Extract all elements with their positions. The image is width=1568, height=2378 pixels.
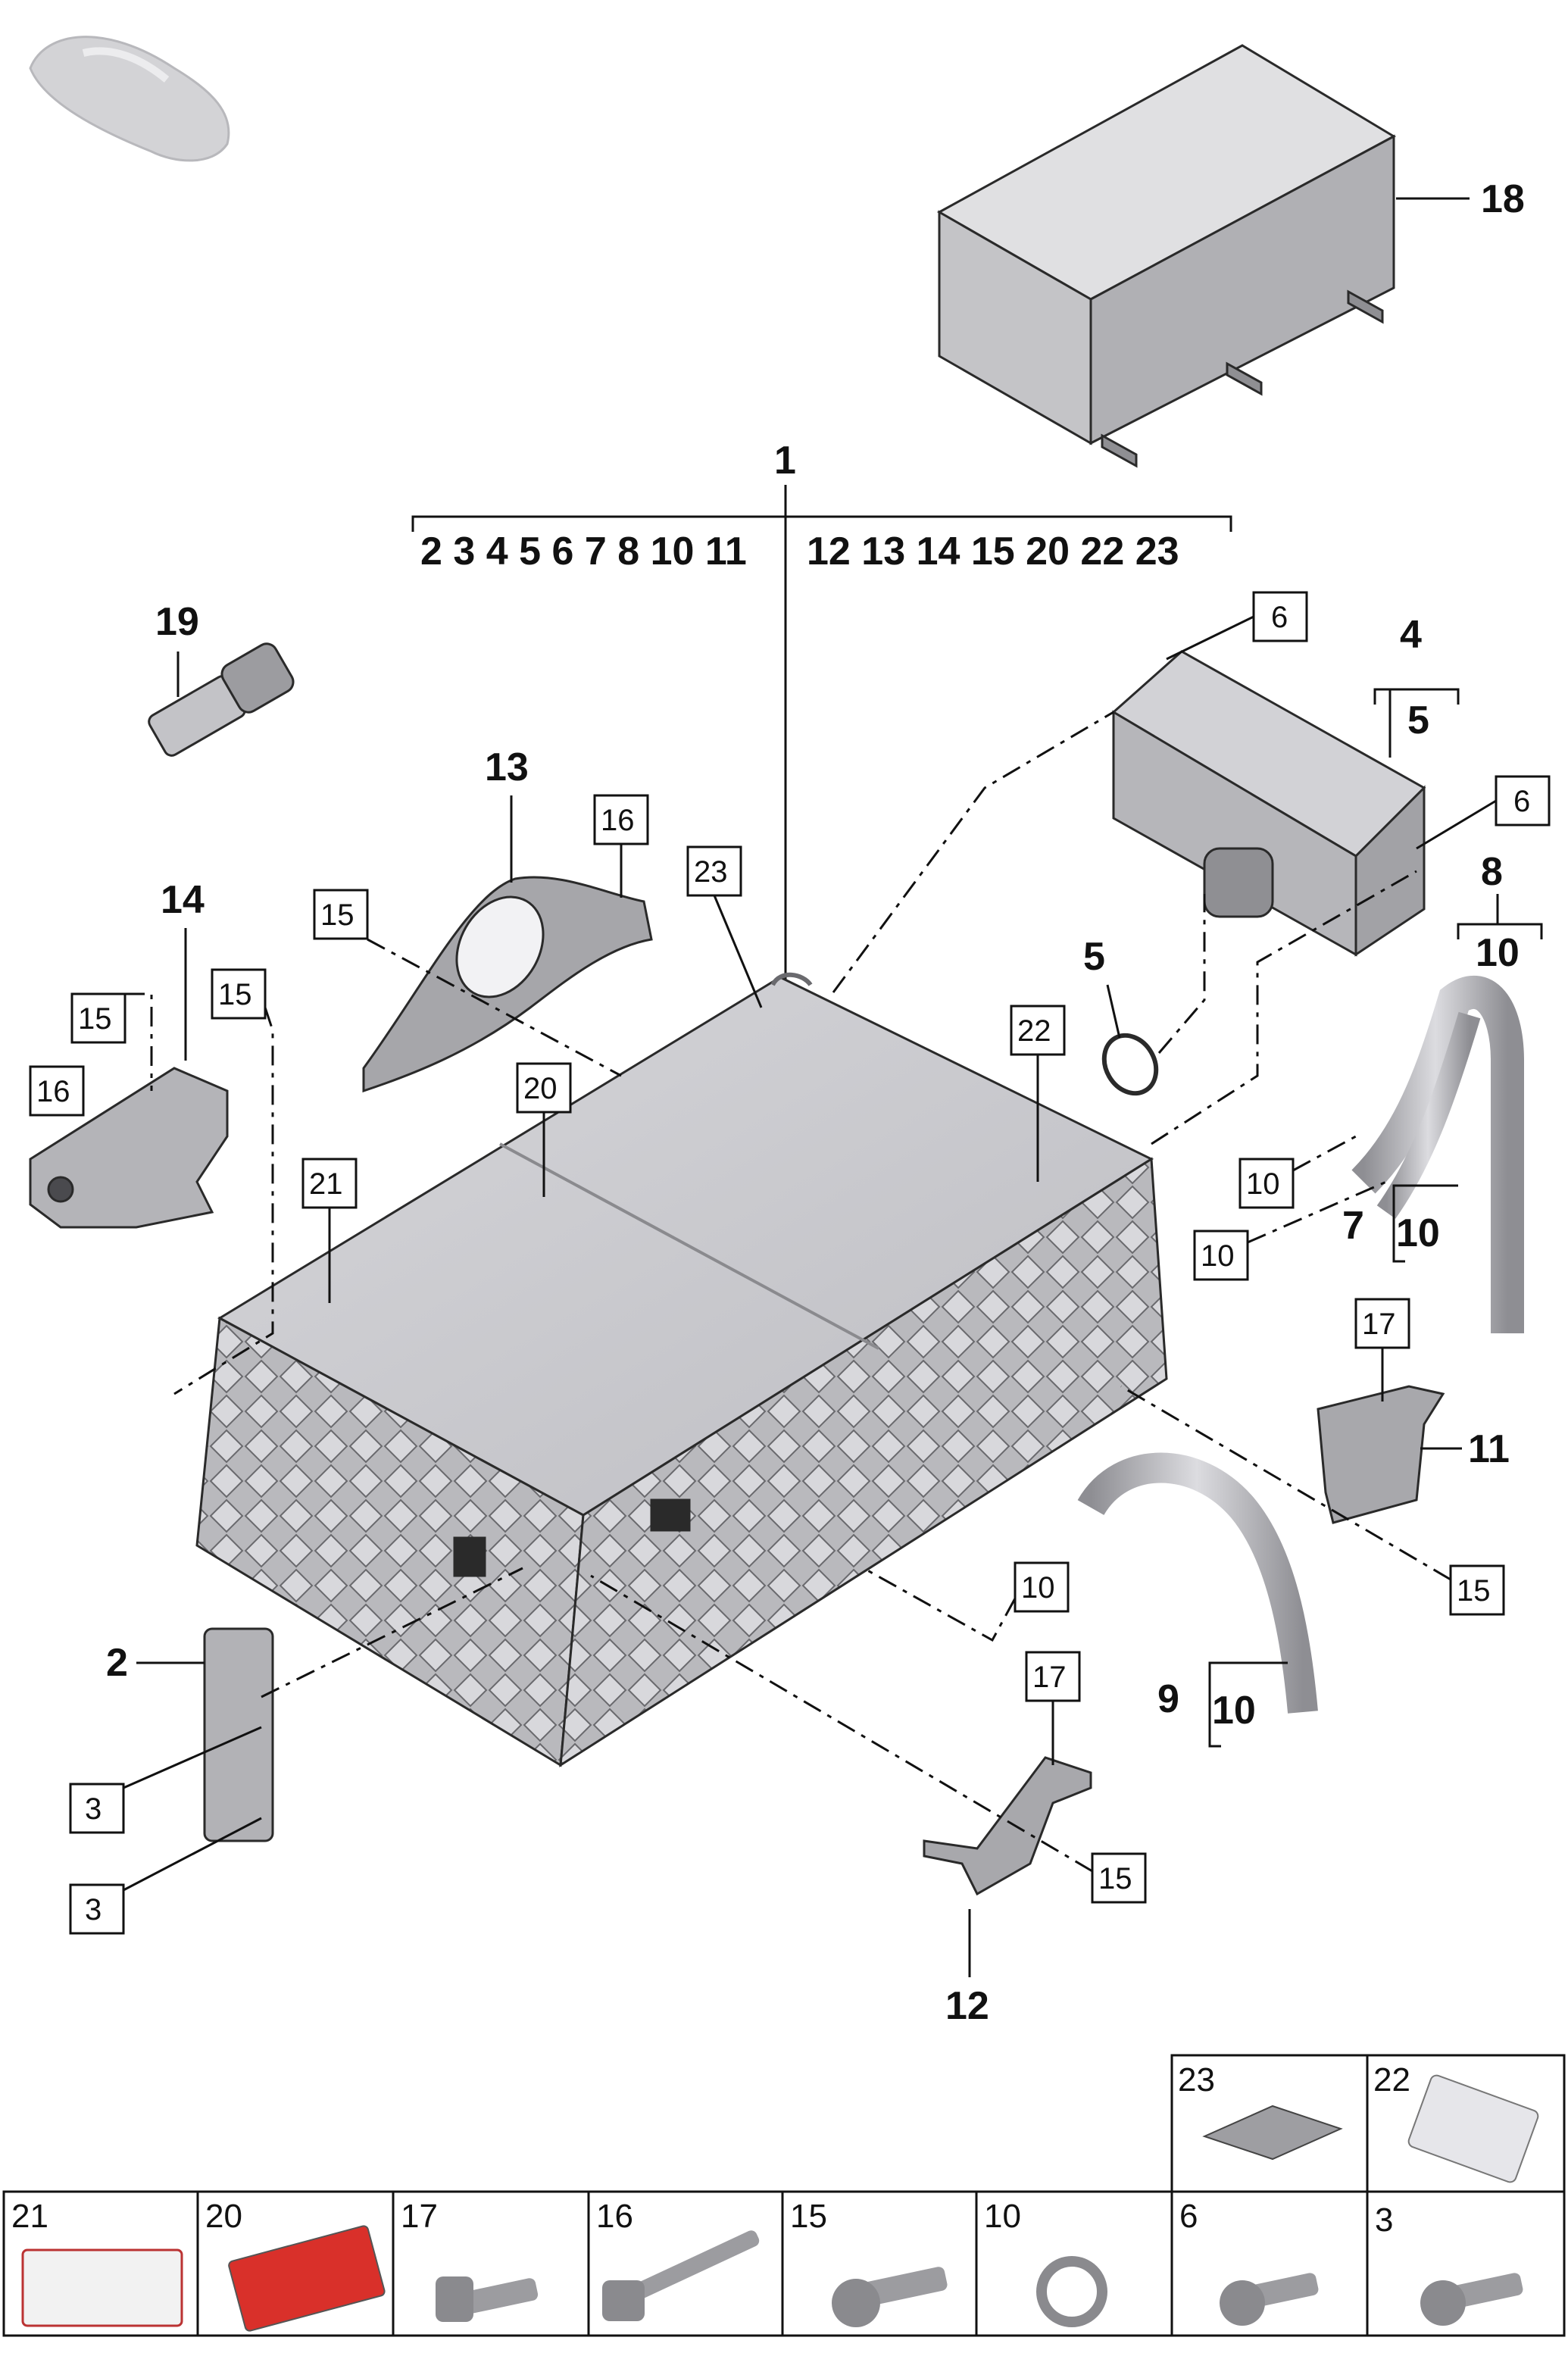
transport-crate-part bbox=[936, 44, 1397, 468]
callout-14: 14 bbox=[161, 878, 205, 922]
warning-label-icon bbox=[21, 2248, 183, 2327]
li-ion-label-icon bbox=[1407, 2074, 1539, 2183]
callout-12: 12 bbox=[945, 1984, 989, 2028]
car-thumbnail-icon bbox=[29, 36, 230, 162]
box-17-bottom: 17 bbox=[1032, 1661, 1067, 1694]
danger-label-icon bbox=[228, 2225, 386, 2332]
connector-part bbox=[148, 642, 295, 757]
box-15-bottom: 15 bbox=[1098, 1862, 1132, 1895]
callout-1: 1 bbox=[774, 439, 796, 483]
callout-9: 9 bbox=[1157, 1677, 1179, 1721]
callout-8: 8 bbox=[1481, 850, 1503, 894]
table-cell-15: 15 bbox=[790, 2198, 827, 2235]
table-cell-22: 22 bbox=[1373, 2061, 1410, 2098]
box-15-upper: 15 bbox=[320, 898, 355, 932]
table-cell-23: 23 bbox=[1178, 2061, 1215, 2098]
bracket-12-part bbox=[923, 1756, 1092, 1896]
box-10-lower: 10 bbox=[1201, 1239, 1235, 1273]
high-voltage-battery-part bbox=[195, 972, 1168, 1767]
parts-table: 23 22 21 20 17 16 15 10 6 3 bbox=[2, 2054, 1566, 2337]
table-cell-3: 3 bbox=[1375, 2201, 1393, 2239]
box-6-right: 6 bbox=[1513, 785, 1530, 818]
svg-text:6: 6 bbox=[1271, 601, 1288, 634]
table-cell-20: 20 bbox=[205, 2198, 242, 2235]
bolt-17-icon bbox=[436, 2276, 539, 2322]
callout-group-left: 2 3 4 5 6 7 8 10 11 bbox=[420, 530, 747, 573]
callout-10-b: 10 bbox=[1396, 1211, 1440, 1255]
table-cell-16: 16 bbox=[596, 2198, 633, 2235]
box-22: 22 bbox=[1017, 1014, 1051, 1048]
bracket-11-part bbox=[1317, 1385, 1445, 1524]
table-cell-6: 6 bbox=[1179, 2198, 1198, 2235]
box-3-upper: 3 bbox=[85, 1792, 102, 1826]
hose-clamp-icon bbox=[1036, 2256, 1107, 2327]
battery-control-unit-part bbox=[1111, 650, 1426, 957]
table-cell-10: 10 bbox=[984, 2198, 1021, 2235]
callout-2: 2 bbox=[106, 1641, 128, 1685]
box-15-right: 15 bbox=[1457, 1574, 1491, 1608]
bracket-14-part bbox=[29, 1067, 229, 1229]
table-cell-21: 21 bbox=[11, 2198, 48, 2235]
box-20: 20 bbox=[523, 1072, 558, 1105]
bolt-6-icon bbox=[1220, 2273, 1319, 2326]
cover-part-2 bbox=[203, 1627, 274, 1842]
callout-13: 13 bbox=[485, 745, 529, 789]
box-17-right: 17 bbox=[1362, 1308, 1396, 1341]
box-3-lower: 3 bbox=[85, 1893, 102, 1926]
box-15-left: 15 bbox=[78, 1002, 112, 1036]
table-cell-17: 17 bbox=[401, 2198, 438, 2235]
callout-group-right: 12 13 14 15 20 22 23 bbox=[807, 530, 1179, 573]
type-label-icon bbox=[1202, 2105, 1343, 2161]
bolt-3-icon bbox=[1420, 2273, 1523, 2326]
box-16-left: 16 bbox=[36, 1075, 70, 1108]
coolant-hoses-part bbox=[1351, 976, 1524, 1333]
box-23: 23 bbox=[694, 855, 728, 889]
callout-7: 7 bbox=[1342, 1204, 1364, 1248]
callout-11: 11 bbox=[1468, 1427, 1510, 1471]
box-16-right: 16 bbox=[601, 804, 635, 837]
bolt-15-icon bbox=[832, 2267, 948, 2327]
coolant-hose-lower-part bbox=[1077, 1452, 1318, 1714]
callout-18: 18 bbox=[1481, 177, 1525, 221]
box-15-mid: 15 bbox=[218, 978, 252, 1011]
callout-4: 4 bbox=[1400, 613, 1422, 657]
box-10-upper: 10 bbox=[1246, 1167, 1280, 1201]
callout-10-c: 10 bbox=[1212, 1689, 1256, 1733]
callout-19: 19 bbox=[155, 600, 199, 644]
callout-10-a: 10 bbox=[1476, 931, 1520, 975]
seal-ring-part bbox=[1101, 1033, 1159, 1096]
box-10-bottom: 10 bbox=[1021, 1571, 1055, 1605]
callout-5: 5 bbox=[1083, 935, 1105, 979]
bracket-13-part bbox=[362, 876, 653, 1093]
callout-5-top: 5 bbox=[1407, 698, 1429, 742]
bolt-16-icon bbox=[602, 2230, 760, 2321]
box-21: 21 bbox=[309, 1167, 343, 1201]
